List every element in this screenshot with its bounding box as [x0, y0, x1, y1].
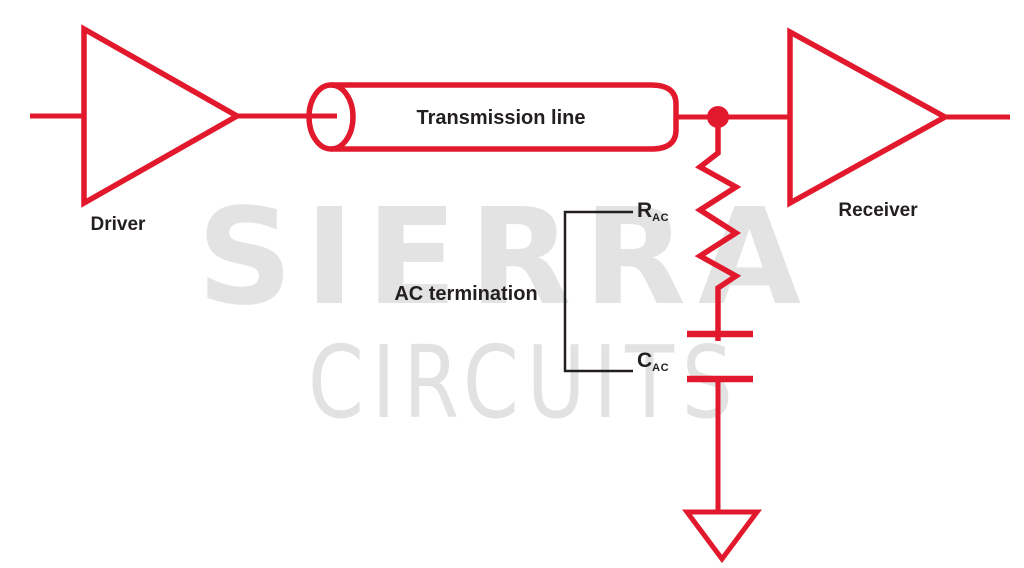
watermark-circuits: CIRCUITS	[308, 324, 741, 441]
junction-node-icon	[707, 106, 729, 128]
receiver-label: Receiver	[838, 200, 918, 221]
capacitor-label: CAC	[637, 349, 670, 374]
ac-termination-label: AC termination	[394, 283, 538, 305]
resistor-subscript: AC	[652, 212, 670, 224]
ground-icon	[682, 509, 762, 564]
receiver-buffer-icon	[787, 27, 951, 208]
termination-bracket	[563, 210, 633, 373]
capacitor-icon	[687, 330, 753, 383]
transmission-line-end-cap	[306, 82, 356, 152]
capacitor-symbol: C	[637, 349, 653, 372]
transmission-line-label: Transmission line	[416, 107, 586, 129]
resistor-symbol: R	[637, 199, 653, 222]
resistor-label: RAC	[637, 199, 670, 224]
driver-label: Driver	[90, 214, 146, 235]
driver-buffer-icon	[81, 24, 243, 208]
capacitor-subscript: AC	[652, 362, 670, 374]
resistor-icon	[694, 126, 742, 341]
